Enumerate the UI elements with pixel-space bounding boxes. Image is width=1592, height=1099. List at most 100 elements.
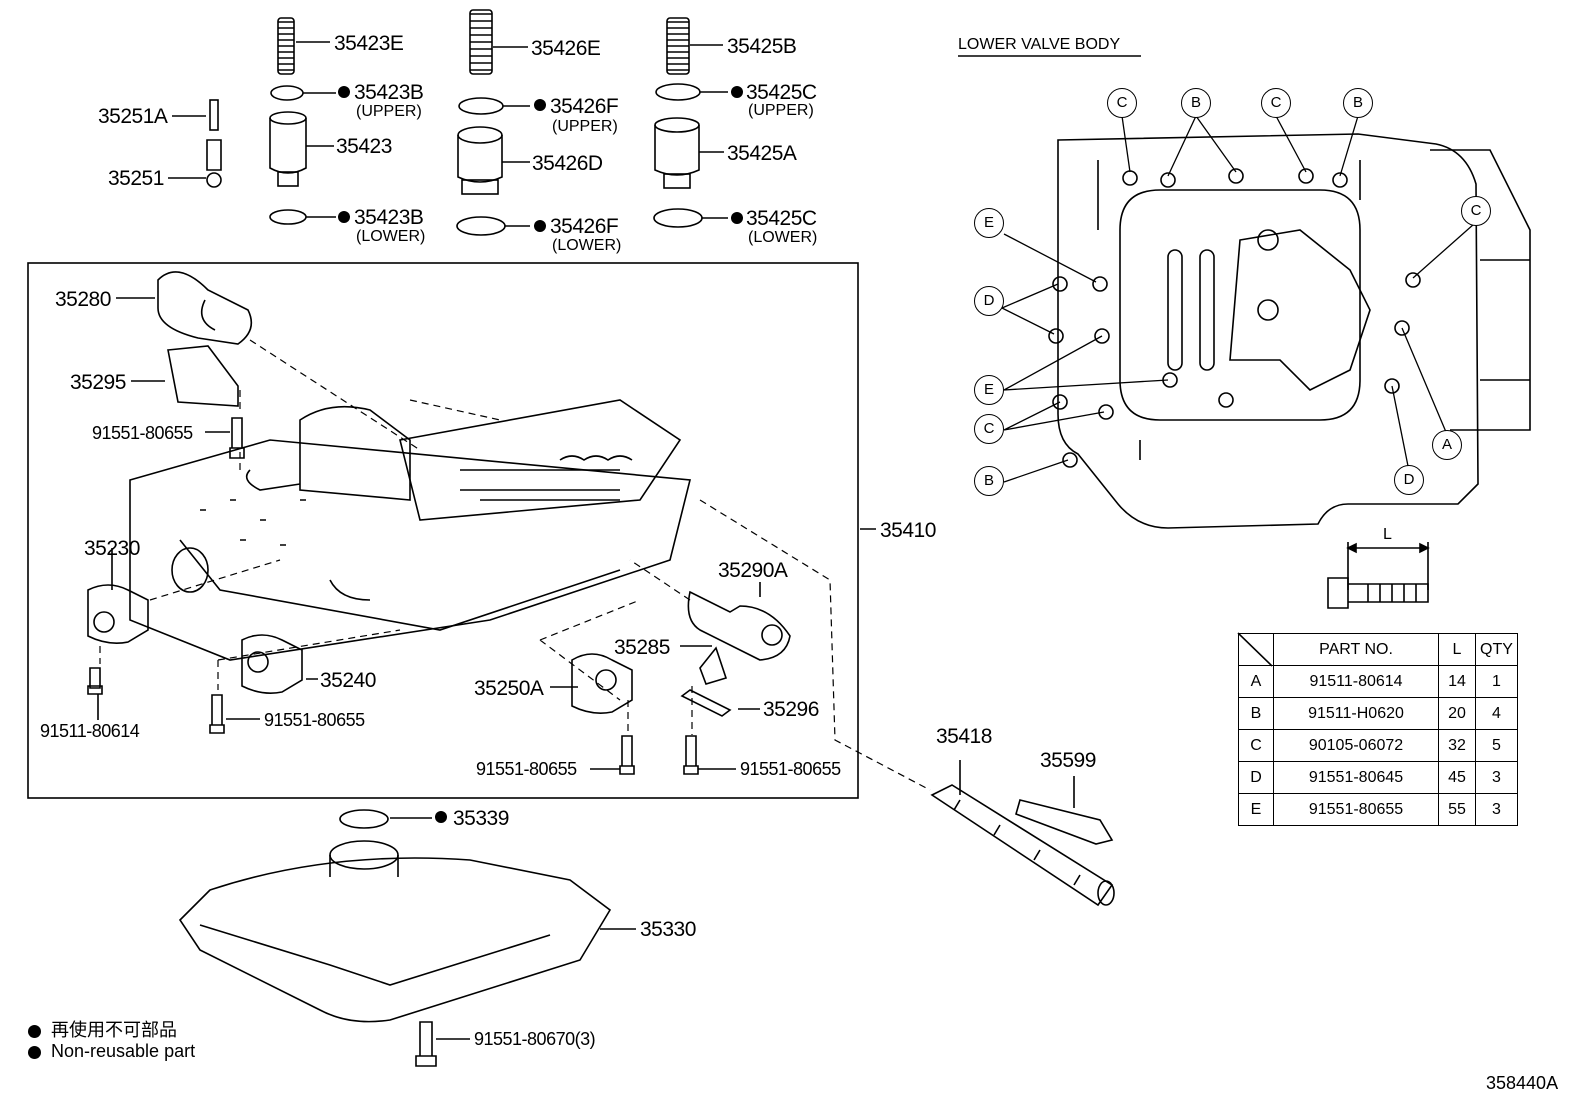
nonreusable-dot-icon: [28, 1045, 41, 1059]
length-label: L: [1383, 526, 1392, 543]
label-35330: 35330: [640, 918, 696, 941]
leader-lines-top: [168, 41, 728, 227]
row-part: 91511-H0620: [1273, 697, 1439, 730]
bolt-91551-80655-a: [229, 417, 245, 459]
label-91551-80655-b: 91551-80655: [264, 710, 365, 730]
o-ring-35426F-lower: [456, 216, 506, 236]
spring-35425B: [666, 17, 690, 75]
row-qty: 3: [1475, 793, 1518, 826]
bolt-table: PART NO. L QTY A 91511-80614 14 1 B 9151…: [1238, 633, 1518, 826]
piston-35426D: [457, 126, 503, 195]
row-key: E: [1238, 793, 1274, 826]
note-lower-b: (LOWER): [552, 237, 622, 254]
row-qty: 1: [1475, 665, 1518, 698]
label-35296: 35296: [763, 698, 819, 721]
row-part: 90105-06072: [1273, 729, 1439, 762]
o-ring-35423B-lower: [269, 209, 307, 225]
solenoid-35240: [241, 634, 303, 694]
bolt-91551-80655-c: [619, 735, 635, 775]
label-91551-80670: 91551-80670(3): [474, 1029, 596, 1049]
dashed-guides: [99, 339, 931, 791]
callout-b2: B: [1343, 88, 1373, 118]
callout-d2: D: [1394, 465, 1424, 495]
callout-b3: B: [974, 466, 1004, 496]
label-35426D: 35426D: [532, 152, 603, 175]
row-length: 14: [1438, 665, 1476, 698]
label-35423B-lower: 35423B: [354, 206, 424, 229]
row-length: 32: [1438, 729, 1476, 762]
row-part: 91511-80614: [1273, 665, 1439, 698]
row-length: 20: [1438, 697, 1476, 730]
label-35423B-upper: 35423B: [354, 81, 424, 104]
label-35240: 35240: [320, 669, 376, 692]
row-length: 55: [1438, 793, 1476, 826]
nonreusable-dots-top: [338, 86, 743, 823]
piston-35425A: [654, 117, 700, 189]
label-35251A: 35251A: [98, 105, 168, 128]
label-35290A: 35290A: [718, 559, 788, 582]
callout-d1: D: [974, 286, 1004, 316]
label-35410: 35410: [880, 519, 936, 542]
row-key: C: [1238, 729, 1274, 762]
label-35251: 35251: [108, 167, 164, 190]
label-35425C-upper: 35425C: [746, 81, 817, 104]
label-35230: 35230: [84, 537, 140, 560]
row-key: A: [1238, 665, 1274, 698]
spring-35426E: [469, 9, 493, 75]
label-35426F-upper: 35426F: [550, 95, 619, 118]
o-ring-35425C-lower: [653, 208, 703, 228]
label-35285: 35285: [614, 636, 670, 659]
row-key: D: [1238, 761, 1274, 794]
label-35250A: 35250A: [474, 677, 544, 700]
lower-valve-body-title: LOWER VALVE BODY: [958, 36, 1121, 53]
label-35425C-lower: 35425C: [746, 207, 817, 230]
valve-body-frame: [27, 262, 859, 799]
legend-english-text: Non-reusable part: [51, 1041, 196, 1061]
valve-body-35410: [129, 399, 692, 661]
label-91511-80614: 91511-80614: [40, 721, 140, 741]
callout-c3: C: [1461, 196, 1491, 226]
label-35418: 35418: [936, 725, 992, 748]
spring-35423E: [277, 17, 295, 75]
label-35426F-lower: 35426F: [550, 215, 619, 238]
shaft-35418: [930, 760, 1115, 907]
label-35295: 35295: [70, 371, 126, 394]
label-35425B: 35425B: [727, 35, 797, 58]
oil-pan-35330: [178, 840, 636, 1023]
label-35426E: 35426E: [531, 37, 601, 60]
legend-japanese: 再使用不可部品: [28, 1016, 177, 1042]
bracket-35296: [680, 689, 732, 717]
header-key: [1238, 633, 1274, 666]
bolt-91551-80655-d: [683, 735, 699, 775]
nonreusable-dot-icon: [28, 1024, 41, 1038]
label-35425A: 35425A: [727, 142, 797, 165]
note-lower-c: (LOWER): [748, 229, 818, 246]
piston-35423: [269, 111, 307, 187]
bolt-91551-80655-b: [209, 694, 225, 734]
callout-e1: E: [974, 208, 1004, 238]
label-35339: 35339: [453, 807, 509, 830]
bolt-91551-80670: [415, 1021, 437, 1067]
label-35423E: 35423E: [334, 32, 404, 55]
table-row: A 91511-80614 14 1: [1238, 665, 1518, 698]
solenoid-35280: [157, 271, 253, 345]
note-upper-a: (UPPER): [356, 103, 422, 120]
row-qty: 3: [1475, 761, 1518, 794]
pin-35251A: [209, 99, 219, 131]
row-qty: 5: [1475, 729, 1518, 762]
solenoid-35230: [87, 584, 149, 644]
plunger-35251: [206, 139, 222, 188]
note-upper-c: (UPPER): [748, 102, 814, 119]
row-key: B: [1238, 697, 1274, 730]
solenoid-35250A: [571, 653, 633, 714]
label-91551-80655-d: 91551-80655: [740, 759, 841, 779]
bracket-35599: [1015, 799, 1114, 845]
note-lower-a: (LOWER): [356, 228, 426, 245]
label-91551-80655-a: 91551-80655: [92, 423, 193, 443]
row-part: 91551-80645: [1273, 761, 1439, 794]
label-35423: 35423: [336, 135, 392, 158]
table-row: C 90105-06072 32 5: [1238, 729, 1518, 762]
header-part-no: PART NO.: [1273, 633, 1439, 666]
callout-c2: C: [1261, 88, 1291, 118]
